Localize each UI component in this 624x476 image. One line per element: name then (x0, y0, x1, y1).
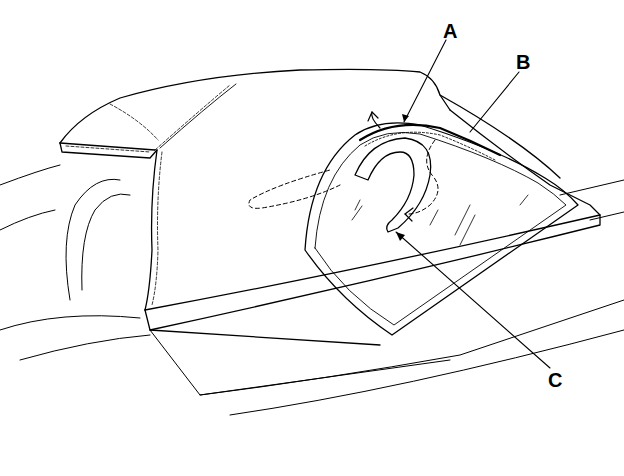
side-panel (145, 150, 157, 310)
glass-reflections (352, 195, 528, 245)
roof-outline (60, 69, 450, 143)
lower-edge (145, 310, 380, 345)
dashed-path (249, 170, 340, 208)
callout-letter: C (548, 370, 562, 390)
leader-lines (396, 40, 550, 368)
callout-letter: A (443, 21, 457, 41)
callout-letter: B (516, 52, 530, 72)
front-header (60, 143, 157, 158)
rear-window-frame (305, 123, 578, 335)
peeled-band (355, 138, 431, 232)
